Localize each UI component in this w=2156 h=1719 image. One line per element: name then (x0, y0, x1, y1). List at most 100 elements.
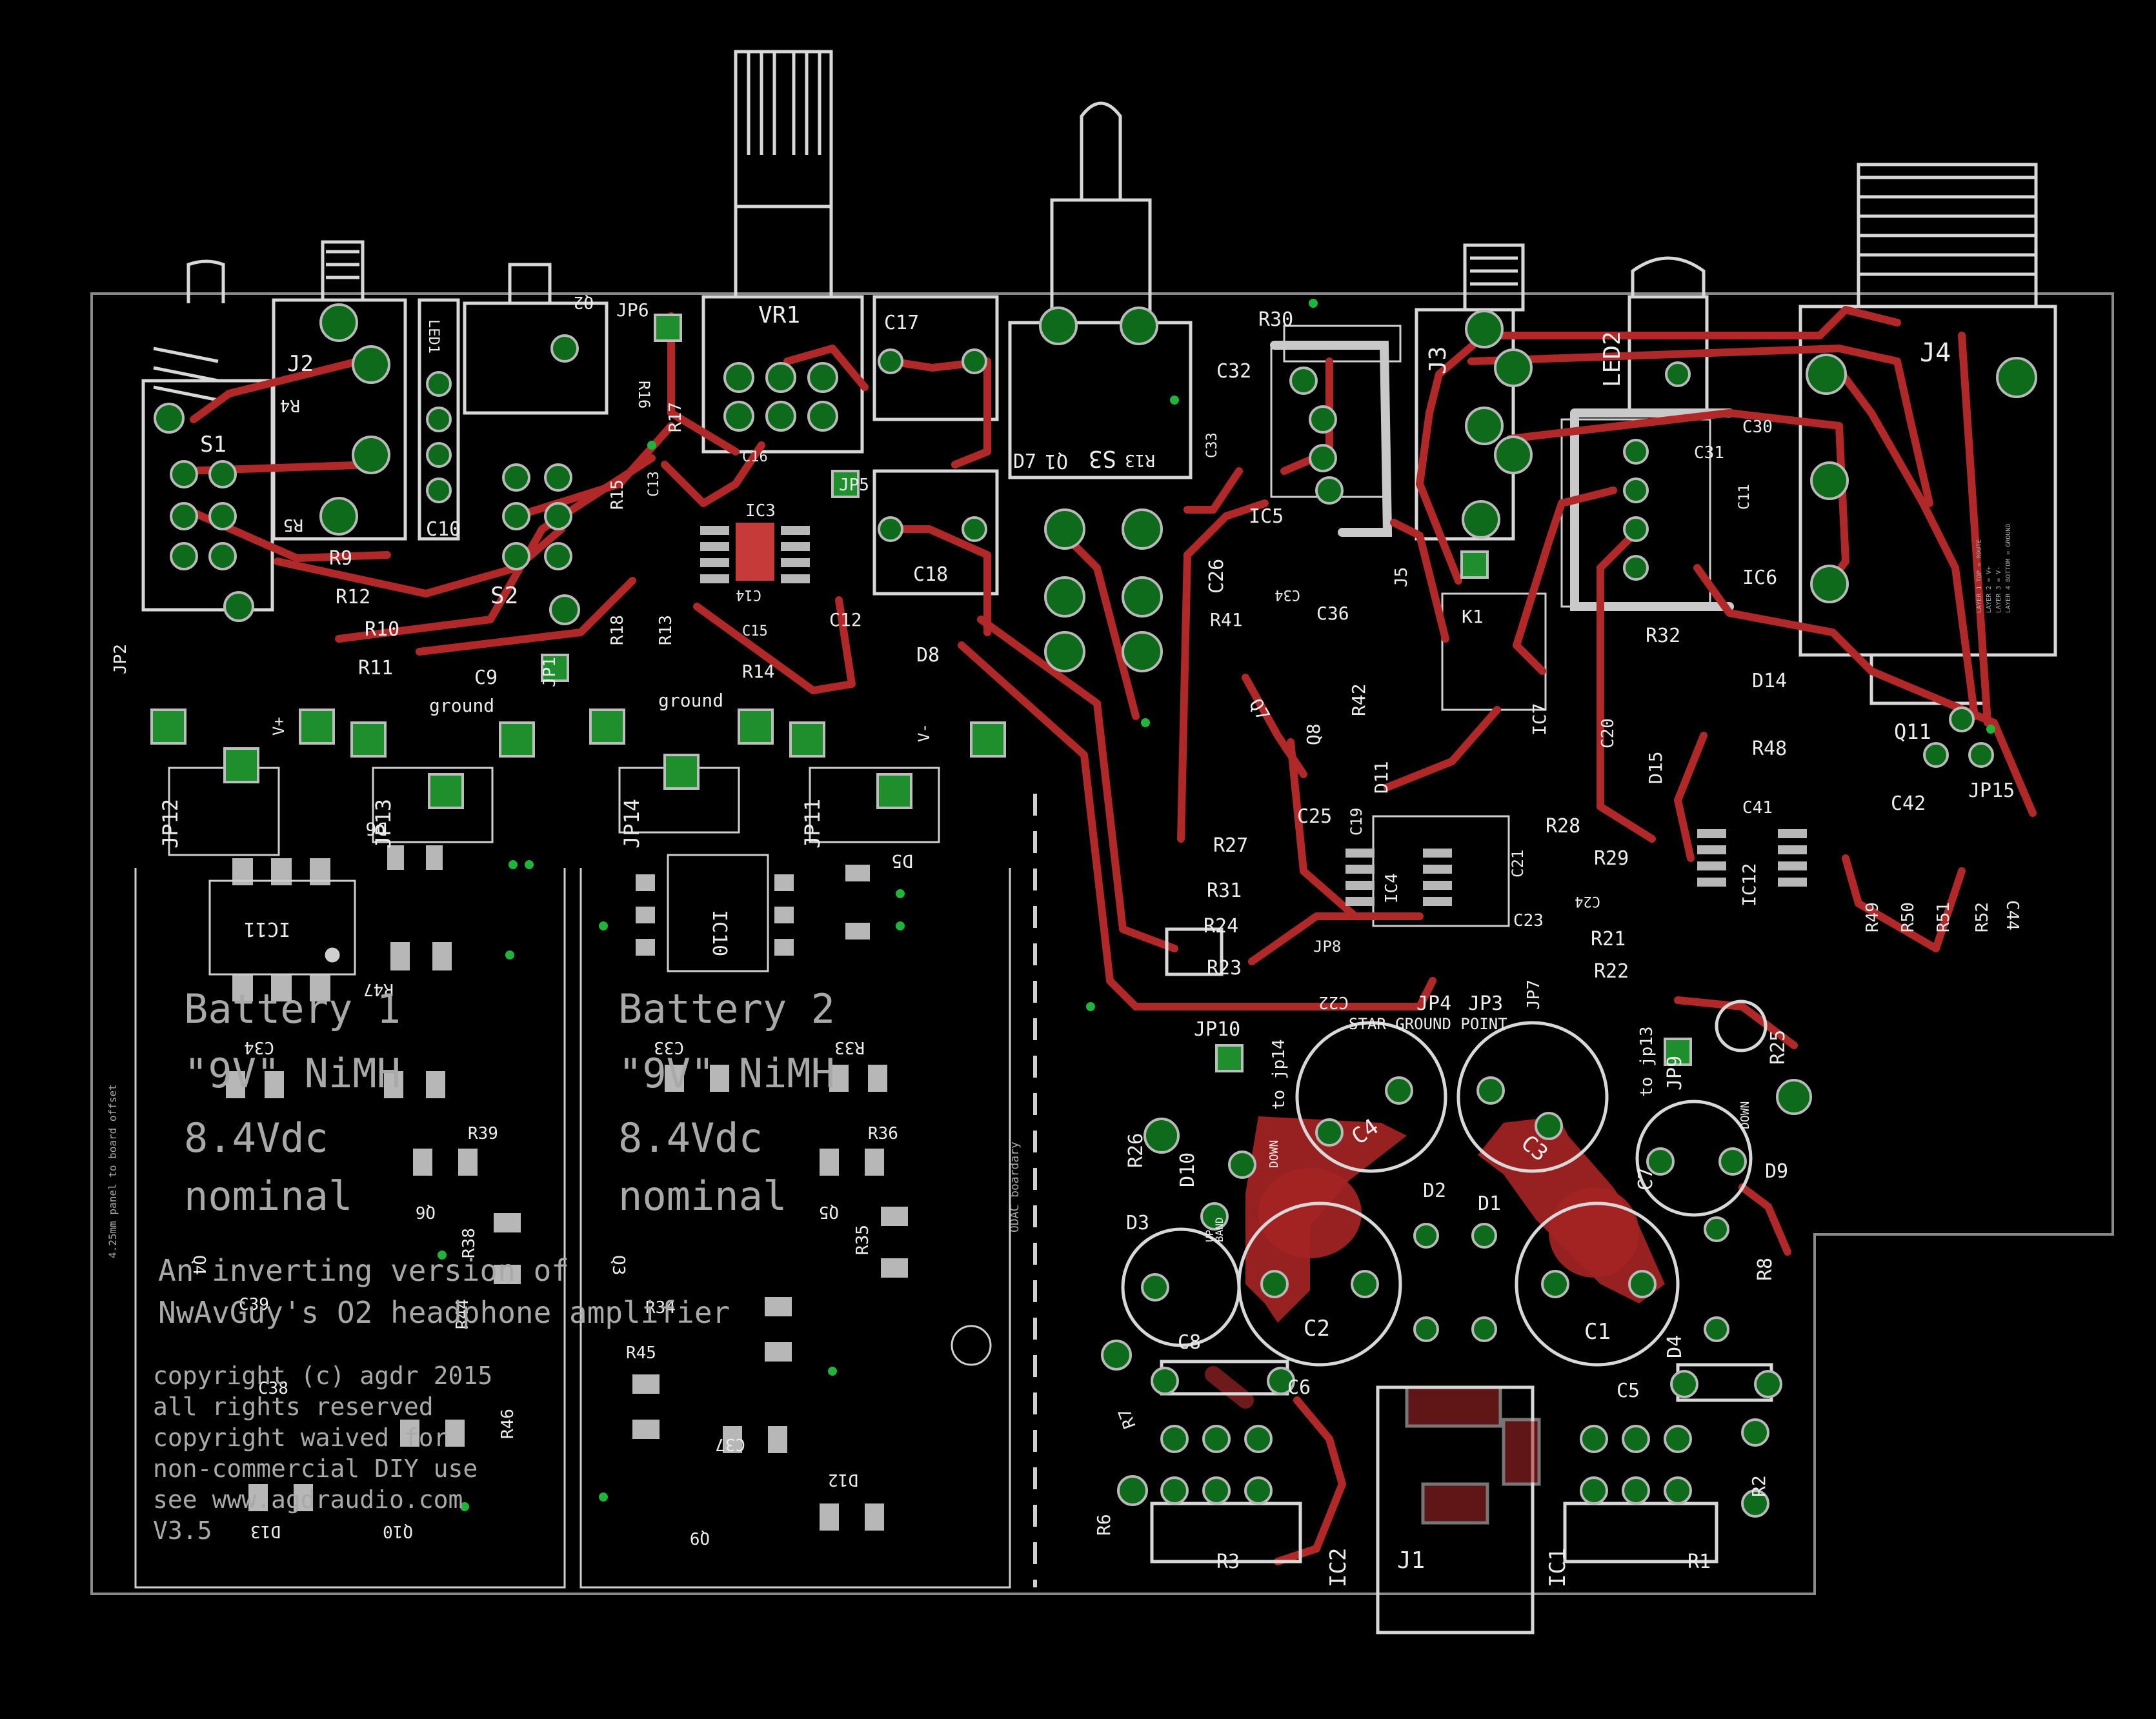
svg-text:"9V" NiMH: "9V" NiMH (184, 1050, 401, 1097)
svg-text:D4: D4 (1664, 1335, 1686, 1358)
svg-text:D12: D12 (828, 1470, 858, 1489)
board-outline (90, 292, 2114, 1595)
svg-text:R17: R17 (666, 402, 685, 432)
svg-text:JP12: JP12 (158, 799, 183, 849)
svg-text:R46: R46 (498, 1409, 518, 1439)
svg-text:D15: D15 (1645, 751, 1666, 784)
svg-text:R6: R6 (1093, 1514, 1114, 1536)
svg-text:Q8: Q8 (1303, 723, 1324, 745)
svg-text:IC6: IC6 (1742, 567, 1777, 589)
svg-text:Q1: Q1 (1045, 450, 1068, 472)
svg-text:R18: R18 (608, 615, 627, 645)
svg-text:R28: R28 (1546, 815, 1580, 838)
svg-text:8.4Vdc: 8.4Vdc (184, 1114, 328, 1161)
svg-text:R33: R33 (834, 1038, 865, 1057)
svg-text:ground: ground (658, 690, 723, 711)
svg-text:R8: R8 (1754, 1258, 1777, 1281)
svg-text:JP13: JP13 (371, 799, 396, 849)
svg-text:ground: ground (429, 695, 494, 716)
svg-text:C13: C13 (646, 471, 662, 497)
svg-text:R48: R48 (1752, 738, 1787, 760)
svg-text:DOWN: DOWN (1738, 1101, 1752, 1129)
svg-text:C9: C9 (474, 667, 498, 689)
svg-text:J3: J3 (1425, 347, 1451, 374)
svg-text:R24: R24 (1204, 915, 1238, 938)
svg-text:R49: R49 (1863, 902, 1882, 932)
svg-text:C39: C39 (239, 1295, 269, 1314)
svg-text:R5: R5 (283, 515, 303, 534)
svg-text:R36: R36 (868, 1124, 898, 1143)
svg-text:R29: R29 (1594, 847, 1629, 870)
copper-traces (180, 306, 2037, 1565)
svg-text:C26: C26 (1205, 559, 1228, 594)
svg-text:C11: C11 (1737, 484, 1753, 510)
svg-text:R2: R2 (1748, 1475, 1769, 1497)
svg-text:JP8: JP8 (1313, 938, 1341, 956)
odac-boundary-label: ODAC boardary (1008, 1141, 1022, 1232)
svg-text:C12: C12 (829, 609, 862, 630)
svg-text:R52: R52 (1973, 902, 1992, 932)
functional-labels: V+ V- ground ground STAR GROUND POINT to… (270, 690, 1752, 1242)
svg-text:R41: R41 (1210, 609, 1243, 630)
svg-text:C36: C36 (1316, 603, 1349, 624)
svg-text:V-: V- (915, 723, 933, 742)
svg-text:Q3: Q3 (609, 1255, 628, 1275)
svg-text:C38: C38 (258, 1379, 288, 1398)
svg-text:JP9: JP9 (1664, 1056, 1686, 1091)
svg-text:S1: S1 (200, 432, 227, 457)
svg-text:LED1: LED1 (425, 319, 441, 354)
svg-text:IC7: IC7 (1529, 703, 1550, 736)
svg-text:C10: C10 (426, 518, 461, 541)
svg-text:Q10: Q10 (383, 1522, 413, 1541)
svg-text:D3: D3 (1126, 1212, 1149, 1234)
svg-text:JP2: JP2 (111, 644, 130, 674)
svg-text:R1: R1 (1688, 1551, 1711, 1573)
battery-section-pads (226, 845, 908, 1531)
svg-text:JP6: JP6 (616, 299, 649, 321)
svg-text:to jp14: to jp14 (1269, 1039, 1289, 1110)
battery1-text: Battery 1 "9V" NiMH 8.4Vdc nominal (184, 985, 401, 1220)
svg-text:V+: V+ (270, 717, 288, 736)
svg-text:C31: C31 (1694, 443, 1724, 463)
svg-text:R45: R45 (626, 1343, 656, 1363)
svg-text:R7: R7 (1115, 1405, 1140, 1431)
battery1-outline (134, 868, 566, 1589)
svg-text:"9V" NiMH: "9V" NiMH (618, 1050, 835, 1097)
svg-text:IC5: IC5 (1249, 505, 1284, 528)
svg-text:JP11: JP11 (800, 799, 825, 849)
battery2-outline (579, 868, 1011, 1589)
svg-text:R9: R9 (329, 547, 352, 570)
svg-text:C18: C18 (913, 563, 948, 586)
svg-text:D5: D5 (891, 850, 913, 872)
svg-text:J5: J5 (1392, 567, 1411, 587)
through-hole-pads (154, 303, 2037, 1518)
svg-text:An inverting version of: An inverting version of (158, 1253, 569, 1288)
svg-text:D13: D13 (250, 1522, 281, 1541)
svg-text:C44: C44 (2002, 900, 2022, 930)
svg-text:D2: D2 (1423, 1180, 1446, 1202)
svg-text:IC4: IC4 (1382, 873, 1402, 903)
svg-text:C22: C22 (1318, 992, 1349, 1012)
svg-text:R47: R47 (363, 980, 394, 999)
svg-text:Q11: Q11 (1894, 719, 1931, 744)
svg-text:LAYER 1 TOP = ROUTE: LAYER 1 TOP = ROUTE (1976, 539, 1983, 613)
svg-text:S2: S2 (490, 583, 518, 609)
svg-text:R35: R35 (853, 1225, 872, 1255)
svg-text:LAYER 2 = V+: LAYER 2 = V+ (1986, 567, 1993, 613)
svg-text:all rights reserved: all rights reserved (153, 1392, 434, 1421)
svg-text:R11: R11 (358, 657, 393, 679)
svg-text:R22: R22 (1594, 960, 1629, 983)
svg-text:R12: R12 (336, 586, 370, 608)
svg-text:D6: D6 (365, 818, 387, 839)
svg-text:JP14: JP14 (620, 799, 644, 849)
svg-text:R30: R30 (1258, 308, 1293, 331)
svg-text:see www.agdraudio.com: see www.agdraudio.com (153, 1485, 463, 1514)
svg-text:K1: K1 (1462, 606, 1484, 627)
svg-text:Q2: Q2 (574, 292, 594, 312)
svg-text:C5: C5 (1617, 1380, 1640, 1402)
svg-text:C19: C19 (1347, 808, 1365, 836)
smd-parts (700, 523, 1807, 906)
svg-text:R16: R16 (635, 381, 653, 408)
svg-text:JP5: JP5 (839, 476, 869, 495)
